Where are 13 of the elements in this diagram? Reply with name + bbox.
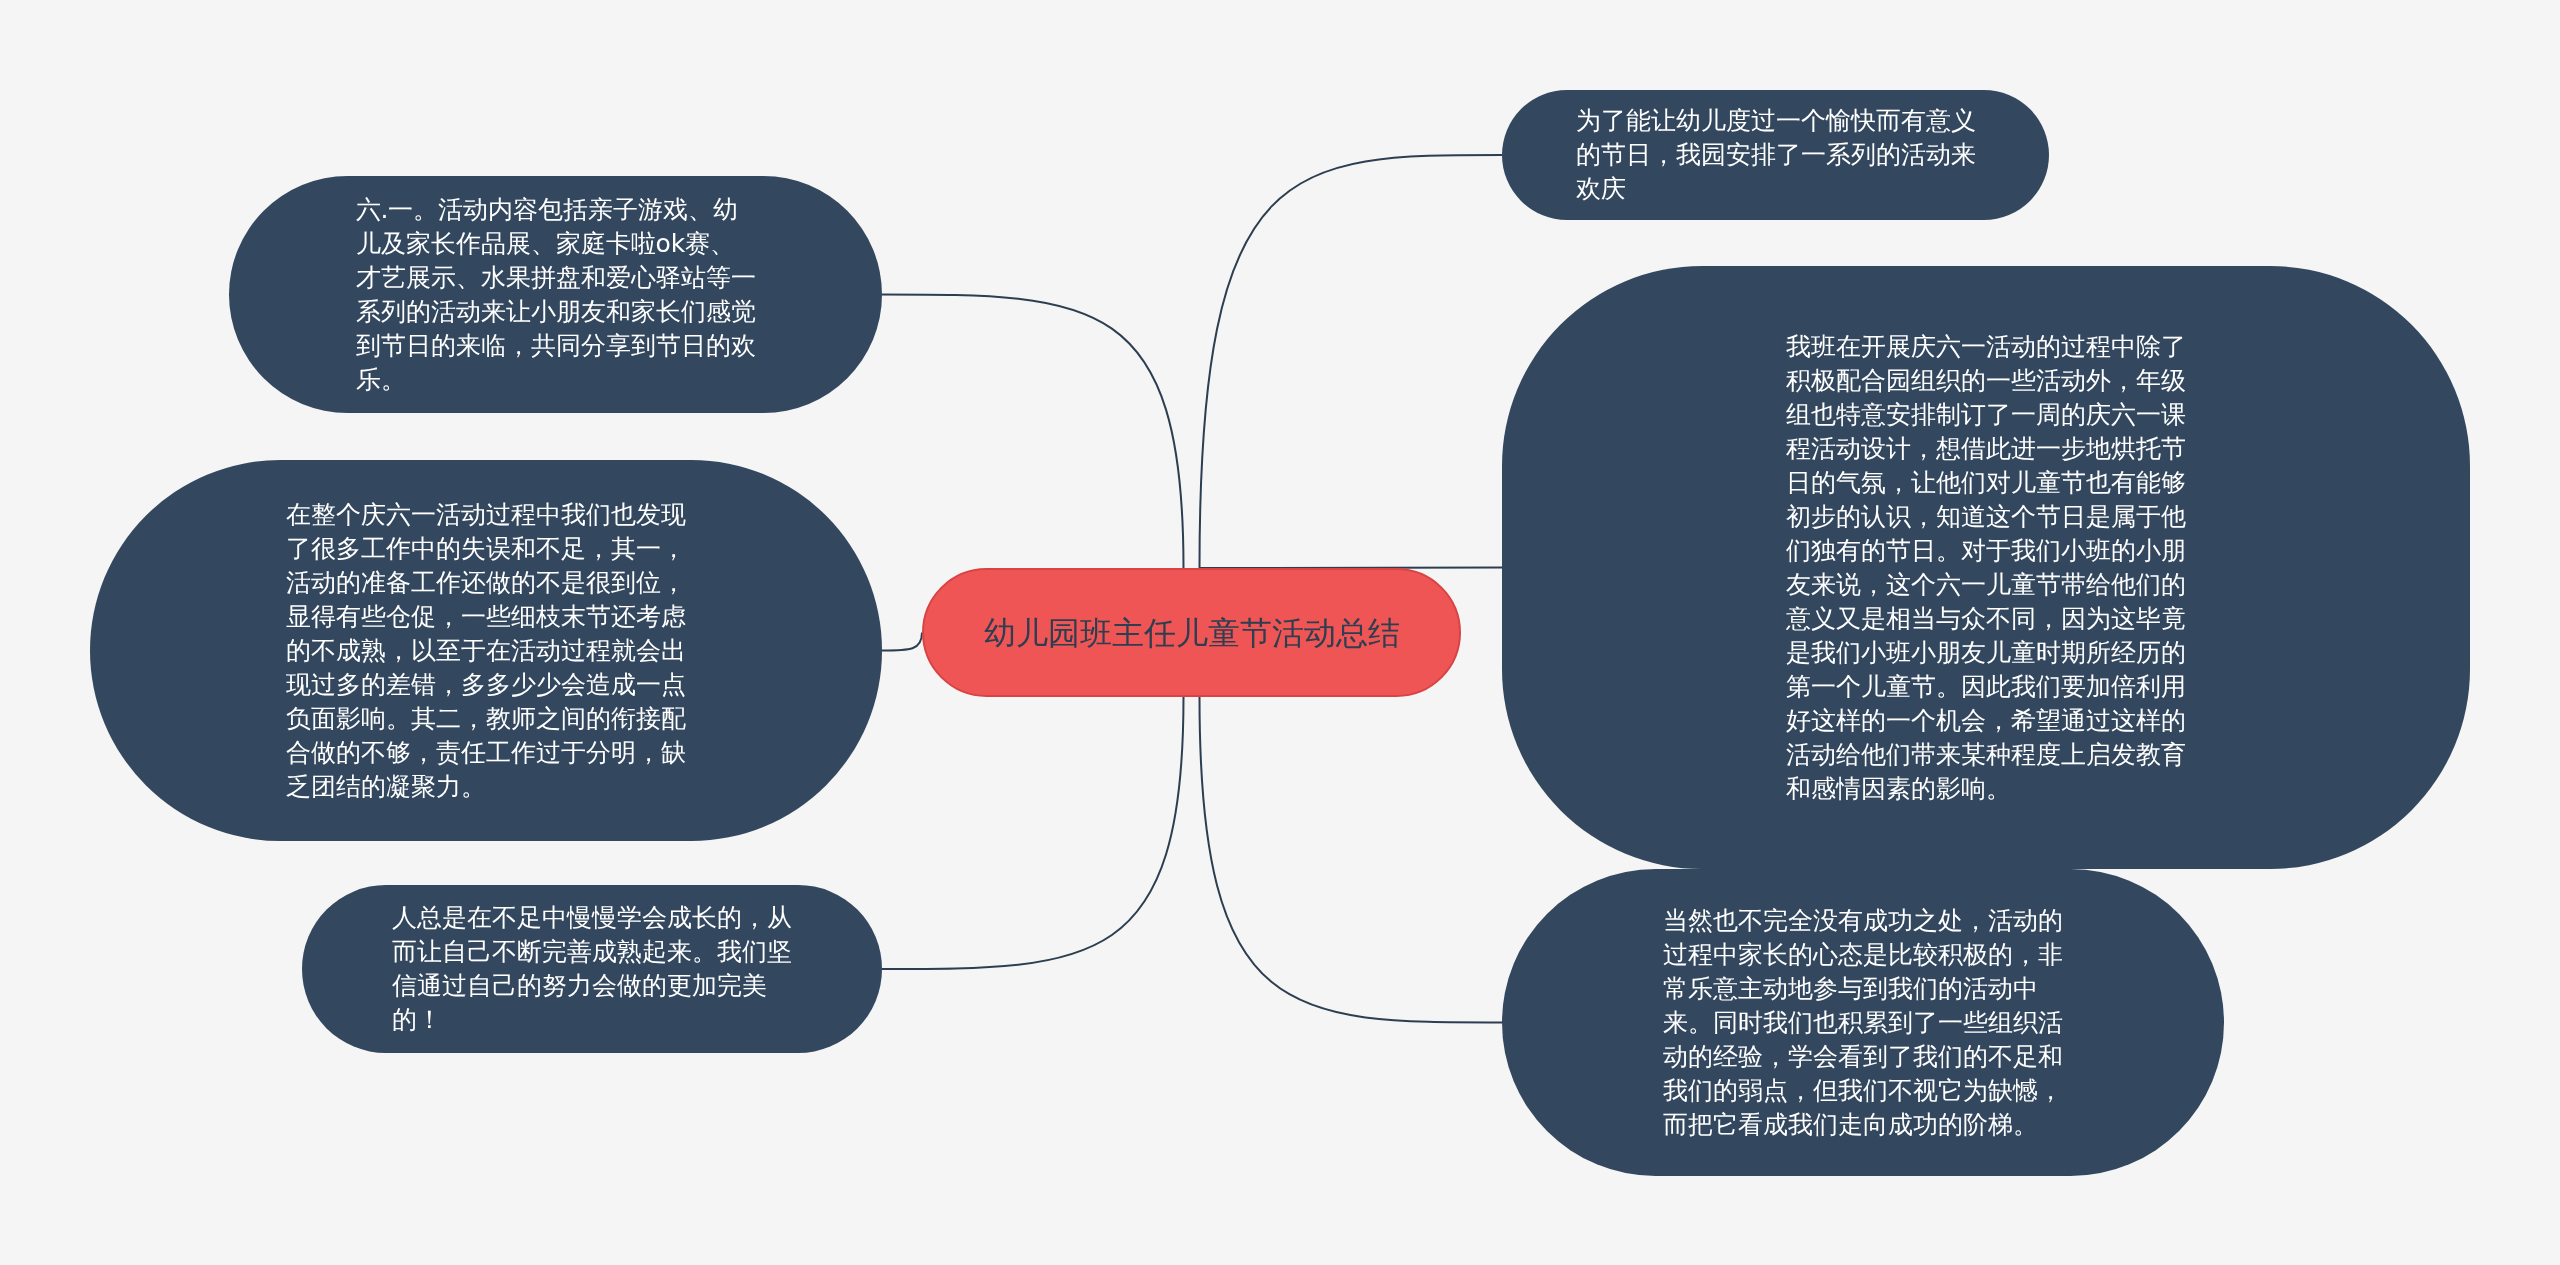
topic-text: 当然也不完全没有成功之处，活动的过程中家长的心态是比较积极的，非常乐意主动地参与到我们的活动中来。同时我们也积累到了一些组织活动的经验，学会看到了我们的不足和我们的弱点，但我们不视它为缺憾，而把它看成我们走向成功的阶梯。 — [1663, 904, 2063, 1141]
connector-line — [881, 293, 1185, 569]
connector-line — [1198, 566, 1503, 569]
topic-text: 幼儿园班主任儿童节活动总结 — [982, 612, 1401, 653]
topic-text: 六.一。活动内容包括亲子游戏、幼儿及家长作品展、家庭卡啦ok赛、才艺展示、水果拼盘和爱心驿站等一系列的活动来让小朋友和家长们感觉到节日的来临，共同分享到节日的欢乐。 — [355, 193, 756, 396]
topic-text: 人总是在不足中慢慢学会成长的，从而让自己不断完善成熟起来。我们坚信通过自己的努力会做的更加完美的！ — [392, 902, 792, 1036]
connector-line — [881, 631, 923, 652]
connector-line — [1198, 696, 1503, 1024]
connector-line — [881, 696, 1185, 970]
topic-text: 为了能让幼儿度过一个愉快而有意义的节日，我园安排了一系列的活动来欢庆 — [1575, 105, 1976, 205]
topic-text: 我班在开展庆六一活动的过程中除了积极配合园组织的一些活动外，年级组也特意安排制订了一周的庆六一课程活动设计，想借此进一步地烘托节日的气氛，让他们对儿童节也有能够初步的认识，知道这个节日是属于他们独有的节日。对于我们小班的小朋友来说，这个六一儿童节带给他们的意义又是相当与众不同，因为这毕竟是我们小班小朋友儿童时期所经历的第一个儿童节。因此我们要加倍利用好这样的一个机会，希望通过这样的活动给他们带来某种程度上启发教育和感情因素的影响。 — [1786, 330, 2186, 805]
topic-text: 在整个庆六一活动过程中我们也发现了很多工作中的失误和不足，其一，活动的准备工作还做的不是很到位，显得有些仓促，一些细枝末节还考虑的不成熟，以至于在活动过程就会出现过多的差错，多多少少会造成一点负面影响。其二，教师之间的衔接配合做的不够，责任工作过于分明，缺乏团结的凝聚力。 — [286, 498, 686, 803]
connector-line — [1198, 154, 1503, 569]
